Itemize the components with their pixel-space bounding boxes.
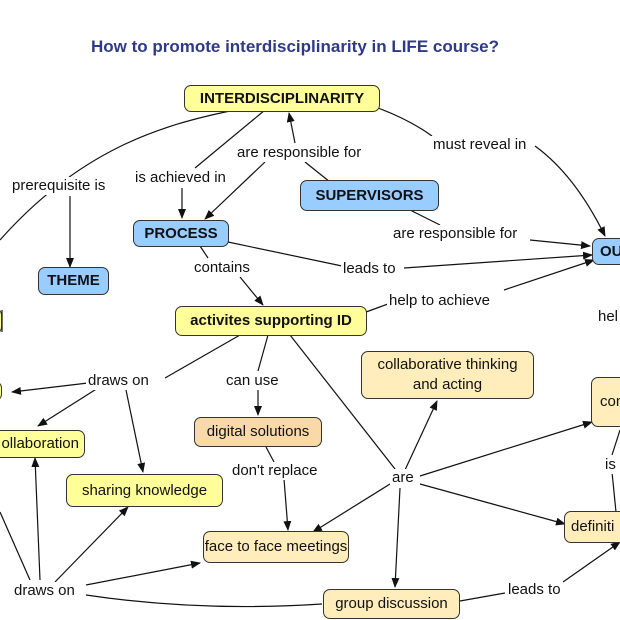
label-is-achieved-in: is achieved in bbox=[133, 169, 228, 187]
node-sharing-knowledge[interactable]: sharing knowledge bbox=[66, 474, 223, 507]
node-definition[interactable]: definiti bbox=[564, 511, 620, 543]
line-are-face bbox=[312, 483, 391, 533]
line-are-group bbox=[391, 487, 401, 588]
line-draws-sharing bbox=[125, 389, 146, 473]
line-are-definition bbox=[419, 483, 566, 526]
label-dont-replace: don't replace bbox=[230, 462, 320, 480]
label-prerequisite: prerequisite is bbox=[10, 177, 108, 195]
line-group-leads bbox=[459, 592, 506, 602]
node-activities[interactable]: activites supporting ID bbox=[175, 306, 367, 336]
node-collaboration[interactable]: ollaboration bbox=[0, 430, 85, 458]
line-dontreplace-face bbox=[283, 478, 292, 531]
node-face-to-face[interactable]: face to face meetings bbox=[203, 531, 349, 563]
line-leads-definition bbox=[562, 541, 620, 583]
line-responsible-right-outcomes bbox=[529, 239, 591, 250]
label-contains: contains bbox=[192, 259, 252, 277]
line-draws-sharing-up bbox=[54, 506, 129, 583]
line-left-draws bbox=[0, 511, 31, 581]
node-digital-solutions[interactable]: digital solutions bbox=[194, 417, 322, 447]
label-are-responsible-for-right: are responsible for bbox=[391, 225, 520, 243]
label-leads-to-top: leads to bbox=[341, 260, 398, 278]
line-responsible-interdisciplinarity bbox=[286, 112, 296, 144]
node-group-discussion[interactable]: group discussion bbox=[323, 589, 460, 619]
line-leads-outcomes bbox=[403, 251, 593, 269]
label-draws-on-bottom: draws on bbox=[12, 582, 77, 600]
line-interdisciplinarity-reveal bbox=[377, 107, 433, 137]
node-theme[interactable]: THEME bbox=[38, 267, 109, 295]
label-leads-to-bottom: leads to bbox=[506, 581, 563, 599]
line-supervisors-responsible-right bbox=[409, 209, 441, 226]
diagram-title: How to promote interdisciplinarity in LI… bbox=[90, 37, 500, 56]
line-activities-help bbox=[365, 303, 389, 313]
label-is: is bbox=[603, 456, 618, 474]
line-activities-draws bbox=[164, 334, 241, 379]
line-digital-dontreplace bbox=[265, 446, 275, 463]
label-are-responsible-for-top: are responsible for bbox=[235, 144, 364, 162]
line-draws-collaboration-up bbox=[31, 457, 41, 581]
node-process[interactable]: PROCESS bbox=[133, 220, 229, 247]
node-con[interactable]: con bbox=[591, 377, 620, 427]
line-contains-activities bbox=[239, 276, 264, 306]
line-responsible-process bbox=[204, 161, 266, 220]
label-help-to-achieve: help to achieve bbox=[387, 292, 492, 310]
node-supervisors[interactable]: SUPERVISORS bbox=[300, 180, 439, 211]
line-are-collab-thinking bbox=[404, 400, 438, 471]
line-reveal-outcomes bbox=[534, 145, 606, 237]
node-interdisciplinarity[interactable]: INTERDISCIPLINARITY bbox=[184, 85, 380, 112]
node-collaborative-thinking[interactable]: collaborative thinking and acting bbox=[361, 351, 534, 399]
line-draws-left bbox=[11, 382, 89, 395]
label-must-reveal-in: must reveal in bbox=[431, 136, 529, 154]
line-supervisors-responsible bbox=[304, 161, 331, 183]
label-hel: hel bbox=[596, 308, 620, 326]
line-process-leads bbox=[227, 241, 343, 267]
line-con-is bbox=[611, 429, 620, 456]
line-activities-are bbox=[289, 334, 396, 470]
line-are-con bbox=[419, 420, 593, 477]
line-is-definition bbox=[611, 471, 617, 513]
label-can-use: can use bbox=[224, 372, 281, 390]
label-draws-on-top: draws on bbox=[86, 372, 151, 390]
node-outcomes[interactable]: OU bbox=[592, 238, 620, 265]
line-interdisciplinarity-achieved bbox=[194, 109, 266, 169]
label-are: are bbox=[390, 469, 416, 487]
line-help-outcomes bbox=[503, 259, 595, 291]
line-interdisciplinarity-prerequisite bbox=[0, 109, 236, 241]
line-activities-canuse bbox=[257, 334, 269, 372]
line-draws-face bbox=[85, 560, 201, 586]
line-process-contains bbox=[199, 245, 209, 259]
line-draws-group bbox=[85, 594, 323, 608]
line-draws-collaboration bbox=[37, 387, 99, 427]
